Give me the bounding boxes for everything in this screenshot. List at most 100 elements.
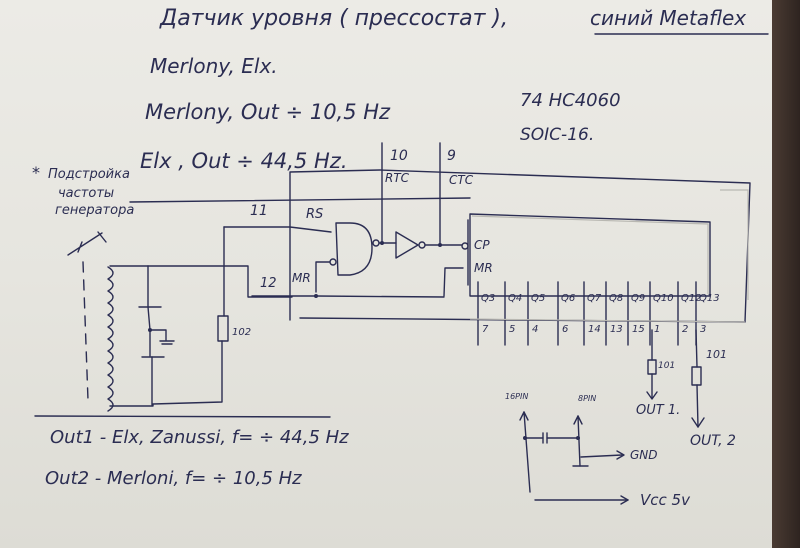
pin8-arrow-icon (573, 415, 583, 425)
wire-tank-top (109, 265, 293, 298)
resistor-left-label: 102 (232, 327, 251, 338)
ground-icon (159, 340, 175, 345)
pin-number: 7 (482, 324, 489, 335)
tuning-line3: генератора (55, 203, 134, 218)
q-label: Q13 (699, 293, 720, 304)
counter-box (469, 213, 711, 297)
tuning-line2: частоты (58, 186, 114, 201)
pencil-mark (720, 189, 749, 300)
vcc-arrow-icon (620, 495, 629, 505)
gnd-label: GND (630, 448, 658, 462)
pin-number: 1 (654, 324, 660, 335)
rtc-pin-number: 10 (390, 148, 408, 164)
pin-number: 13 (610, 324, 623, 335)
pin16-arrow-icon (519, 411, 529, 421)
pin-number: 3 (700, 324, 706, 335)
resistor-left (217, 315, 229, 342)
pin-number: 6 (562, 324, 568, 335)
out2-wire (696, 384, 699, 428)
q-label: Q5 (531, 293, 545, 304)
title-line: Датчик уровня ( прессостат ), (159, 6, 508, 31)
q-label: Q7 (587, 293, 602, 304)
chip-info: 74 HC4060 SOIC-16. (520, 90, 621, 145)
header: Датчик уровня ( прессостат ), синий Meta… (129, 6, 769, 203)
footer-divider (34, 415, 331, 418)
wire-tank-bottom (109, 340, 223, 407)
tuning-line1: Подстройка (48, 167, 130, 182)
inductor-coil-icon (107, 266, 114, 412)
vcc-label: Vcc 5v (640, 491, 691, 509)
footer: Out1 - Elx, Zanussi, f= ÷ 44,5 Hz Out2 -… (34, 415, 349, 489)
q-label: Q6 (561, 293, 575, 304)
logic-gates: 11 RS CP MR MR 12 (223, 203, 493, 298)
lc-tank: 102 (67, 226, 293, 412)
nand-input-bubble (329, 258, 337, 266)
q-row-divider (469, 318, 746, 323)
gnd-arrow-icon (616, 450, 625, 460)
pin16-label: 16PIN (505, 392, 528, 401)
pin-headers-top: 10 9 RTC CTC (381, 142, 474, 246)
resistor-out2-label: 101 (706, 348, 727, 361)
rs-wire (223, 226, 332, 233)
out2-arrow-icon (691, 417, 705, 428)
mr2-label: MR (474, 261, 493, 275)
gnd-rail (577, 415, 581, 467)
inverter-icon (395, 231, 419, 259)
q-label: Q10 (653, 293, 674, 304)
rtc-label: RTC (385, 171, 410, 185)
header-line4: Elx , Out ÷ 44,5 Hz. (140, 149, 348, 173)
output-stage: 101 OUT 1. 101 OUT, 2 (636, 329, 736, 449)
cp-bubble (461, 242, 469, 250)
mr-pin-number: 12 (260, 276, 277, 291)
footer-out2: Out2 - Merloni, f= ÷ 10,5 Hz (45, 468, 302, 489)
rs-pin-number: 11 (250, 203, 268, 219)
table-edge (772, 0, 800, 548)
nand-output-bubble (372, 239, 380, 247)
header-divider (129, 197, 471, 203)
counter-box-shade (471, 215, 709, 294)
q-label: Q9 (631, 293, 645, 304)
mr-label: MR (292, 271, 311, 285)
ctc-pin-number: 9 (447, 148, 456, 164)
q-label: Q4 (508, 293, 522, 304)
mr-counter-wire (443, 267, 464, 297)
power-section: 16PIN 8PIN GND Vcc 5v (505, 392, 691, 509)
pin-number: 14 (588, 324, 601, 335)
tuning-note: * Подстройка частоты генератора (32, 163, 134, 218)
chip-package: SOIC-16. (520, 125, 594, 145)
pin-number: 2 (682, 324, 688, 335)
resistor-out1 (647, 359, 657, 375)
out2-label: OUT, 2 (690, 433, 736, 449)
pin-number: 4 (532, 324, 538, 335)
tuning-star: * (32, 163, 40, 182)
out1-arrow-icon (646, 391, 658, 400)
inverter-bubble (418, 241, 426, 249)
mr-input-wire (315, 261, 331, 293)
q-label: Q3 (481, 293, 495, 304)
pin8-label: 8PIN (578, 394, 596, 403)
junction-mr (314, 294, 318, 298)
nand-gate-icon (335, 222, 373, 276)
wire-cap-mid (147, 306, 151, 331)
cp-label: CP (474, 238, 490, 252)
footer-out1: Out1 - Elx, Zanussi, f= ÷ 44,5 Hz (50, 427, 349, 448)
trimmer-arrow-icon (67, 231, 107, 256)
paper-sheet (0, 0, 772, 548)
rs-label: RS (306, 207, 323, 222)
chip-part-number: 74 HC4060 (520, 90, 621, 111)
header-line3: Merlony, Out ÷ 10,5 Hz (145, 100, 391, 124)
title-suffix: синий Metaflex (590, 6, 746, 30)
trimmer-dash-line (82, 261, 89, 401)
wire-ground (149, 329, 167, 341)
q-label: Q8 (609, 293, 623, 304)
pin-number: 15 (632, 324, 645, 335)
gnd-wire (580, 454, 623, 458)
out2-wire-top (695, 329, 698, 368)
out1-label: OUT 1. (636, 403, 680, 418)
q-label: Q12 (681, 293, 702, 304)
resistor-out2 (691, 366, 702, 386)
resistor-out1-label: 101 (658, 361, 675, 371)
vcc-rail (523, 411, 531, 493)
header-line2: Merlony, Elx. (150, 54, 278, 78)
